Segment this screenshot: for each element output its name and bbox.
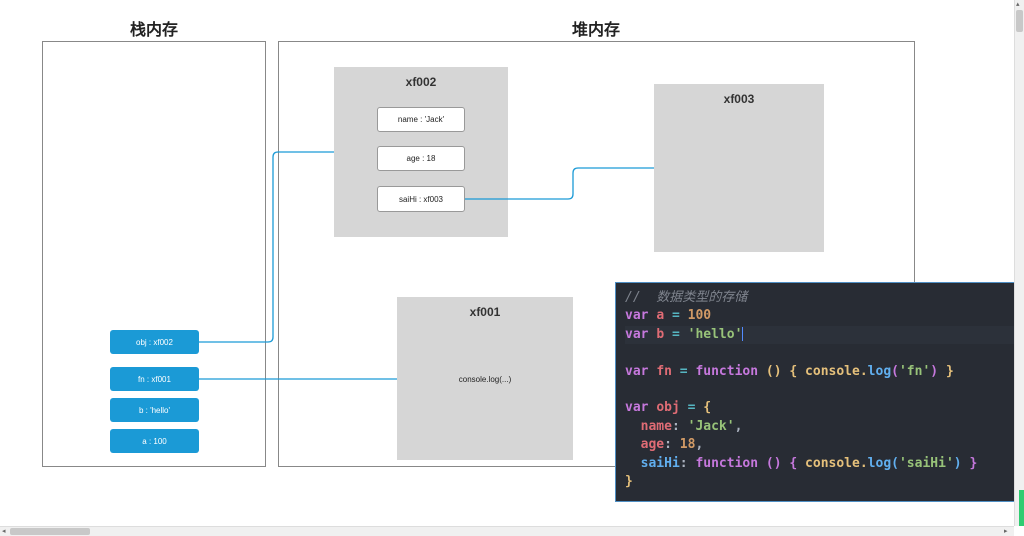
- scroll-left-icon[interactable]: ◂: [2, 528, 6, 535]
- prop-saihi: saiHi : xf003: [377, 186, 465, 212]
- code-line: var fn = function () { console.log('fn')…: [625, 363, 954, 379]
- prop-age: age : 18: [377, 146, 465, 171]
- code-line: var a = 100: [625, 308, 712, 324]
- code-comment: // 数据类型的存储: [625, 290, 748, 305]
- code-line: [625, 344, 1023, 362]
- code-line: var b = 'hello': [625, 325, 1023, 345]
- text-cursor: [742, 327, 744, 342]
- code-editor: // 数据类型的存储 var a = 100 var b = 'hello' v…: [615, 282, 1024, 502]
- function-body: console.log(...): [458, 375, 512, 384]
- stack-title: 栈内存: [129, 22, 178, 39]
- code-line: name: 'Jack',: [640, 418, 743, 434]
- code-line: var obj = {: [625, 400, 712, 416]
- heap-object-xf001: xf001 console.log(...): [397, 297, 573, 460]
- vertical-scrollbar[interactable]: ▴: [1014, 0, 1024, 526]
- connector-obj-xf002: [199, 151, 334, 343]
- heap-object-title: xf003: [723, 92, 755, 106]
- connector-saihi-xf003: [465, 167, 654, 200]
- prop-name: name : 'Jack': [377, 107, 465, 132]
- heap-object-title: xf002: [405, 75, 437, 89]
- scroll-right-icon[interactable]: ▸: [1004, 528, 1008, 535]
- code-line: age: 18,: [640, 437, 704, 453]
- stack-item-obj: obj : xf002: [110, 330, 199, 354]
- stack-item-fn: fn : xf001: [110, 367, 199, 391]
- heap-object-title: xf001: [469, 305, 501, 319]
- heap-object-xf003: xf003: [654, 84, 824, 252]
- stack-panel: [42, 41, 266, 467]
- scroll-up-icon[interactable]: ▴: [1016, 1, 1020, 8]
- status-indicator: [1019, 490, 1024, 526]
- code-line: saiHi: function () { console.log('saiHi'…: [640, 455, 978, 471]
- stack-item-b: b : 'hello': [110, 398, 199, 422]
- code-line: // 数据类型的存储: [625, 289, 1023, 307]
- code-line: [625, 381, 1023, 399]
- vertical-scroll-thumb[interactable]: [1016, 10, 1023, 32]
- code-line: }: [625, 473, 633, 489]
- stack-item-a: a : 100: [110, 429, 199, 453]
- heap-title: 堆内存: [571, 22, 620, 39]
- horizontal-scrollbar[interactable]: ◂ ▸: [0, 526, 1014, 536]
- horizontal-scroll-thumb[interactable]: [10, 528, 90, 535]
